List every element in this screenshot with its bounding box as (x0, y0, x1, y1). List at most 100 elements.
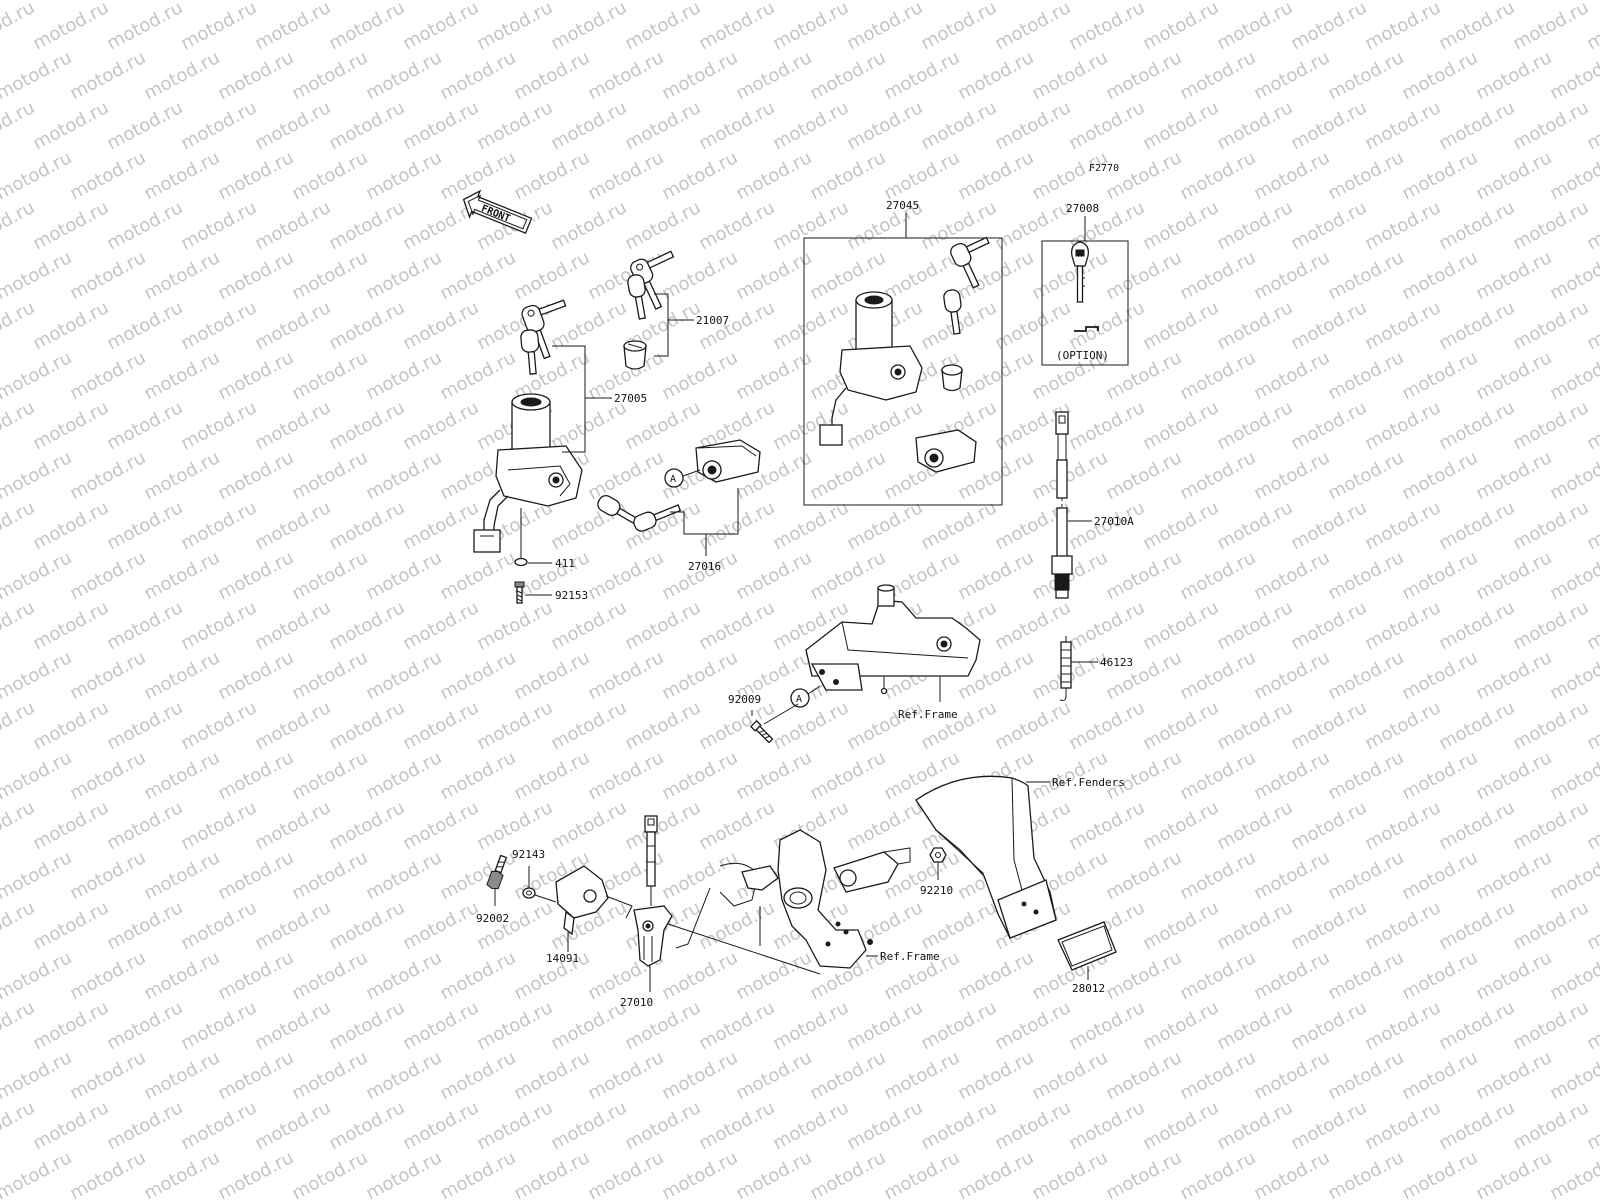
bracket-14091: 14091 (546, 865, 633, 965)
watermark-text: motod.ru (1546, 547, 1600, 604)
watermark-text: motod.ru (1398, 947, 1481, 1004)
watermark-text: motod.ru (1398, 547, 1481, 604)
circle-ref-a: A (664, 468, 701, 488)
watermark-text: motod.ru (325, 297, 408, 354)
watermark-text: motod.ru (1213, 497, 1296, 554)
watermark-text: motod.ru (1509, 897, 1592, 954)
switch-27010: 27010 (620, 815, 821, 1009)
watermark-text: motod.ru (584, 1047, 667, 1104)
watermark-text: motod.ru (66, 447, 149, 504)
watermark-text: motod.ru (325, 397, 408, 454)
watermark-text: motod.ru (177, 1097, 260, 1154)
watermark-text: motod.ru (843, 797, 926, 854)
screw-icon (750, 720, 774, 744)
watermark-text: motod.ru (732, 747, 815, 804)
watermark-text: motod.ru (66, 1047, 149, 1104)
watermark-text: motod.ru (1176, 647, 1259, 704)
watermark-text: motod.ru (954, 947, 1037, 1004)
watermark-text: motod.ru (621, 197, 704, 254)
watermark-text: motod.ru (1287, 797, 1370, 854)
frame-lower: Ref.Frame (719, 829, 940, 969)
watermark-text: motod.ru (1213, 897, 1296, 954)
cap-icon (941, 364, 963, 392)
watermark-text: motod.ru (251, 797, 334, 854)
watermark-text: motod.ru (362, 447, 445, 504)
watermark-text: motod.ru (806, 447, 889, 504)
watermark-text: motod.ru (177, 797, 260, 854)
watermark-text: motod.ru (288, 547, 371, 604)
watermark-text: motod.ru (1176, 247, 1259, 304)
watermark-text: motod.ru (251, 297, 334, 354)
watermark-text: motod.ru (769, 197, 852, 254)
watermark-text: motod.ru (325, 97, 408, 154)
part-label-92143: 92143 (512, 848, 545, 861)
watermark-text: motod.ru (0, 347, 75, 404)
ref-frame-upper: Ref.Frame (898, 708, 958, 721)
watermark-text: motod.ru (214, 347, 297, 404)
watermark-text: motod.ru (1287, 397, 1370, 454)
watermark-text: motod.ru (325, 997, 408, 1054)
watermark-text: motod.ru (29, 797, 112, 854)
watermark-text: motod.ru (1139, 0, 1222, 54)
watermark-text: motod.ru (1472, 647, 1555, 704)
lock-body (915, 429, 977, 473)
watermark-text: motod.ru (399, 0, 482, 54)
circle-ref-a: A (790, 685, 821, 708)
watermark-text: motod.ru (436, 647, 519, 704)
part-label-28012: 28012 (1072, 982, 1105, 995)
watermark-text: motod.ru (954, 547, 1037, 604)
watermark-text: motod.ru (695, 597, 778, 654)
watermark-text: motod.ru (1509, 97, 1592, 154)
watermark-text: motod.ru (991, 697, 1074, 754)
watermark-text: motod.ru (325, 0, 408, 54)
watermark-text: motod.ru (1176, 947, 1259, 1004)
watermark-text: motod.ru (362, 1147, 445, 1200)
watermark-text: motod.ru (214, 47, 297, 104)
watermark-text: motod.ru (0, 197, 38, 254)
watermark-text: motod.ru (658, 547, 741, 604)
watermark-text: motod.ru (214, 847, 297, 904)
watermark-text: motod.ru (1324, 447, 1407, 504)
watermark-text: motod.ru (1398, 1147, 1481, 1200)
watermark-text: motod.ru (325, 797, 408, 854)
watermark-text: motod.ru (1324, 1147, 1407, 1200)
watermark-text: motod.ru (436, 547, 519, 604)
watermark-text: motod.ru (1176, 0, 1259, 4)
watermark-text: motod.ru (1213, 697, 1296, 754)
watermark-text: motod.ru (695, 97, 778, 154)
watermark-text: motod.ru (288, 147, 371, 204)
watermark-text: motod.ru (1176, 147, 1259, 204)
watermark-text: motod.ru (399, 797, 482, 854)
watermark-text: motod.ru (1398, 147, 1481, 204)
watermark-text: motod.ru (1546, 147, 1600, 204)
watermark-text: motod.ru (1398, 1047, 1481, 1104)
watermark-text: motod.ru (177, 97, 260, 154)
watermark-text: motod.ru (362, 947, 445, 1004)
watermark-text: motod.ru (1250, 347, 1333, 404)
watermark-text: motod.ru (1472, 547, 1555, 604)
watermark-text: motod.ru (769, 997, 852, 1054)
watermark-text: motod.ru (1139, 797, 1222, 854)
part-label-27010A: 27010A (1094, 515, 1134, 528)
ignition-switch-27005: 27005 411 92153 (473, 299, 647, 604)
watermark-text: motod.ru (1102, 247, 1185, 304)
watermark-text: motod.ru (695, 1097, 778, 1154)
watermark-text: motod.ru (1398, 47, 1481, 104)
watermark-text: motod.ru (954, 47, 1037, 104)
watermark-text: motod.ru (769, 497, 852, 554)
watermark-text: motod.ru (621, 1097, 704, 1154)
watermark-text: motod.ru (325, 897, 408, 954)
watermark-text: motod.ru (658, 847, 741, 904)
watermark-text: motod.ru (140, 147, 223, 204)
watermark-text: motod.ru (214, 1047, 297, 1104)
watermark-text: motod.ru (436, 47, 519, 104)
watermark-text: motod.ru (1324, 347, 1407, 404)
watermark-text: motod.ru (29, 197, 112, 254)
watermark-text: motod.ru (1435, 497, 1518, 554)
watermark-text: motod.ru (473, 0, 556, 54)
watermark-text: motod.ru (510, 147, 593, 204)
watermark-text: motod.ru (0, 497, 38, 554)
watermark-text: motod.ru (584, 1147, 667, 1200)
switch-body (473, 393, 583, 553)
watermark-text: motod.ru (251, 1097, 334, 1154)
